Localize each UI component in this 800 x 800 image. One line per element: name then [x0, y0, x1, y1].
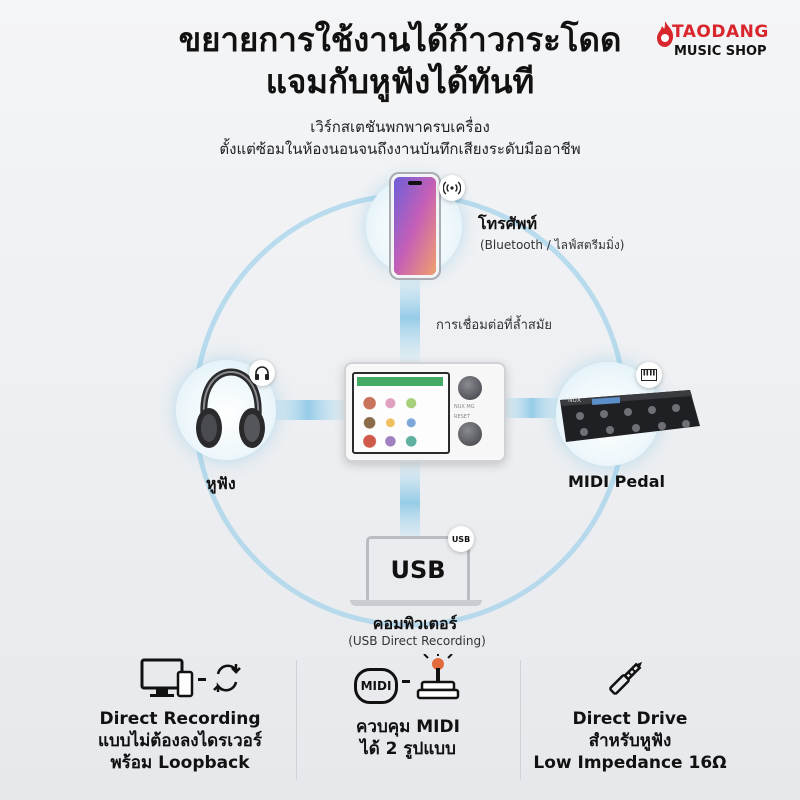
feature-3-line-3: Low Impedance 16Ω: [533, 753, 727, 773]
phone-label: โทรศัพท์: [478, 214, 537, 233]
piano-keyboard-icon: [641, 369, 657, 381]
computer-phone-sync-icon: [140, 658, 241, 698]
feature-1-line-1: Direct Recording: [99, 709, 261, 729]
audio-jack-icon: [609, 661, 643, 695]
headphones-badge: [249, 360, 275, 386]
link-midi: [502, 398, 562, 418]
usb-badge: USB: [448, 526, 474, 552]
feature-divider-2: [520, 660, 521, 780]
feature-1-line-3: พร้อม Loopback: [110, 753, 250, 773]
feature-2-line-1: ควบคุม MIDI: [356, 717, 460, 737]
feature-1-text: Direct Recording แบบไม่ต้องลงไดรเวอร์ พร…: [80, 708, 280, 774]
device-effect-grid: [360, 392, 440, 448]
top-knob[interactable]: [458, 376, 482, 400]
headphones-label: หูฟัง: [206, 474, 236, 493]
link-headphones: [268, 400, 348, 420]
flame-icon: [657, 21, 674, 47]
connection-caption: การเชื่อมต่อที่ล้ำสมัย: [436, 318, 553, 333]
feature-1-line-2: แบบไม่ต้องลงไดรเวอร์: [98, 731, 262, 751]
midi-badge: [636, 362, 662, 388]
title-line-1: ขยายการใช้งานได้ก้าวกระโดด: [178, 20, 622, 59]
feature-3-line-1: Direct Drive: [572, 709, 688, 729]
device-label-1: NUX MG: [454, 404, 475, 410]
subtitle-line-1: เวิร์กสเตชันพกพาครบเครื่อง: [310, 118, 490, 136]
brand-name: TAODANG: [672, 22, 769, 42]
midi-label: MIDI Pedal: [568, 472, 665, 491]
feature-3-text: Direct Drive สำหรับหูฟัง Low Impedance 1…: [530, 708, 730, 774]
link-computer: [400, 460, 420, 545]
headphones-image: [196, 368, 265, 448]
midi-device-brand: NUX: [568, 397, 581, 404]
central-device: NUX MG RESET: [344, 362, 506, 462]
brand-tagline: MUSIC SHOP: [674, 44, 767, 59]
wireless-signal-icon: [443, 181, 461, 195]
feature-divider-1: [296, 660, 297, 780]
subtitle-line-2: ตั้งแต่ซ้อมในห้องนอนจนถึงงานบันทึกเสียงร…: [219, 140, 581, 158]
feature-2-text: ควบคุม MIDI ได้ 2 รูปแบบ: [300, 716, 516, 760]
feature-2-line-2: ได้ 2 รูปแบบ: [360, 739, 456, 759]
midi-pedal-image: NUX: [560, 390, 700, 442]
computer-sublabel: (USB Direct Recording): [348, 634, 486, 648]
link-phone: [400, 270, 420, 365]
usb-badge-text: USB: [451, 534, 471, 544]
midi-round-badge-text: MIDI: [360, 679, 392, 693]
device-screen: [352, 372, 450, 454]
title-line-2: แจมกับหูฟังได้ทันที: [265, 62, 535, 101]
headphones-icon: [255, 366, 269, 380]
device-screen-header: [357, 377, 443, 386]
laptop-base: [350, 600, 482, 606]
phone-sublabel: (Bluetooth / ไลฟ์สตรีมมิ่ง): [480, 238, 625, 252]
midi-round-badge: MIDI: [354, 668, 398, 704]
device-label-2: RESET: [454, 414, 471, 420]
brand-logo: TAODANG MUSIC SHOP: [654, 18, 794, 66]
midi-joystick-icon: [416, 654, 460, 700]
bottom-knob[interactable]: [458, 422, 482, 446]
smartphone-icon: [389, 172, 441, 280]
feature-3-line-2: สำหรับหูฟัง: [588, 731, 672, 751]
feature-2-dash: [402, 680, 410, 683]
computer-label: คอมพิวเตอร์: [372, 614, 458, 633]
laptop-screen-text: USB: [390, 556, 446, 584]
phone-badge: [439, 175, 465, 201]
